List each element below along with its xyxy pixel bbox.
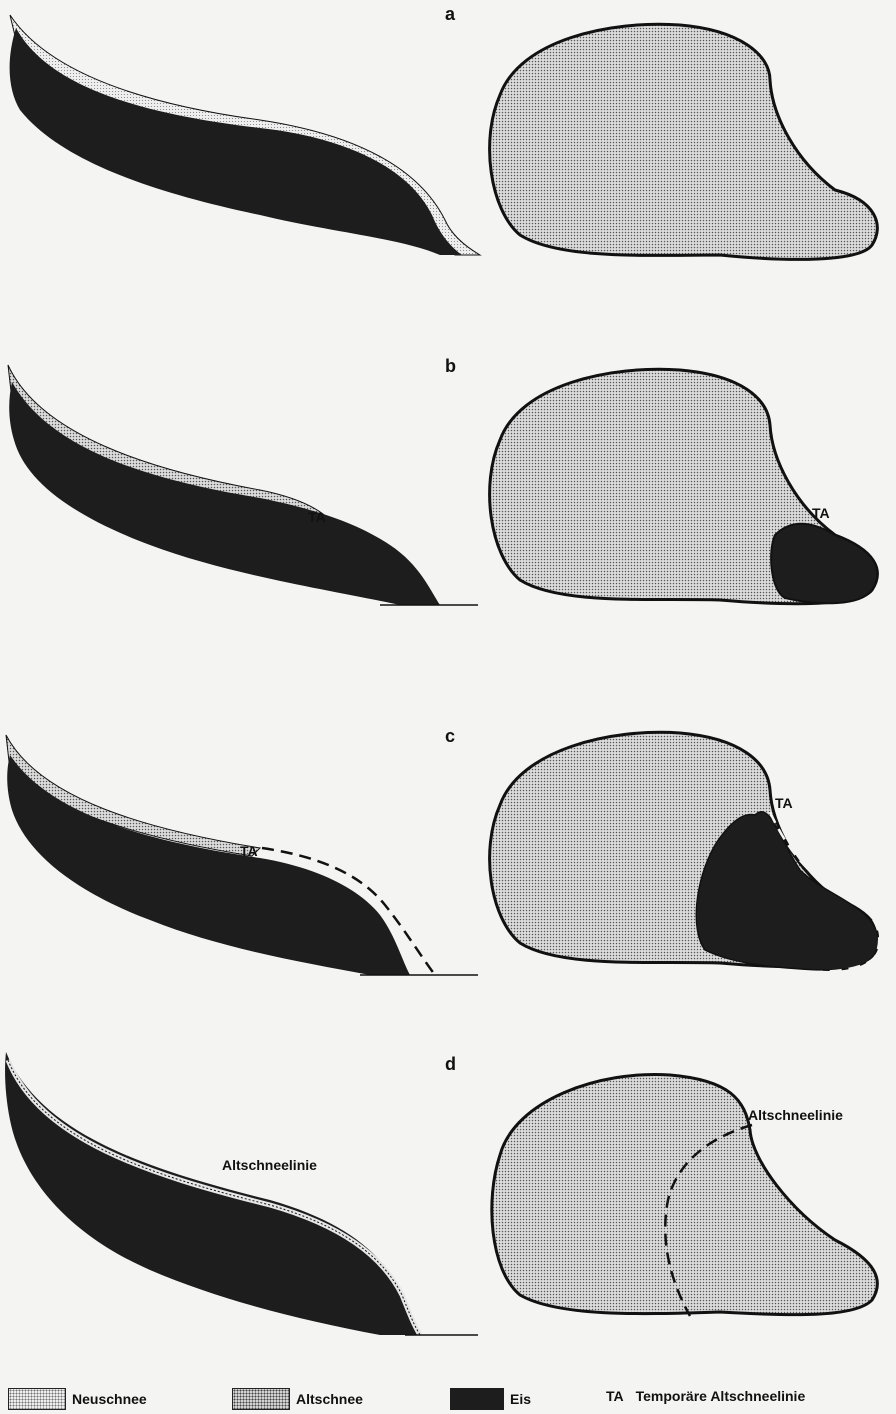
glacier-plan-view: TA xyxy=(490,732,880,972)
glacier-plan-view xyxy=(490,24,878,259)
altschneelinie-label-plan: Altschneelinie xyxy=(748,1107,843,1123)
legend-neuschnee: Neuschnee xyxy=(8,1388,147,1410)
panel-b: b TA TA xyxy=(8,356,877,605)
glacier-plan-view: TA xyxy=(490,369,878,603)
longitudinal-section: TA xyxy=(8,365,478,605)
panel-letter: d xyxy=(445,1054,456,1074)
ice-body xyxy=(7,755,410,975)
ice-tongue xyxy=(771,524,877,604)
legend-label: Temporäre Altschneelinie xyxy=(636,1388,806,1404)
ice-area xyxy=(696,812,878,970)
panel-letter: a xyxy=(445,4,456,24)
panel-a: a xyxy=(10,4,878,259)
ta-label-side: TA xyxy=(308,509,326,525)
panel-letter: c xyxy=(445,726,455,746)
ice-body xyxy=(10,28,462,255)
ta-label-plan: TA xyxy=(812,505,830,521)
altschneelinie-label-side: Altschneelinie xyxy=(222,1157,317,1173)
neuschnee-swatch xyxy=(8,1388,66,1410)
legend-label: Eis xyxy=(510,1391,531,1407)
legend-label: Altschnee xyxy=(296,1391,363,1407)
ta-label-plan: TA xyxy=(775,795,793,811)
glacier-plan-view: Altschneelinie xyxy=(492,1074,878,1316)
legend-ta: TA Temporäre Altschneelinie xyxy=(606,1388,805,1404)
longitudinal-section xyxy=(10,15,480,255)
panel-c: c TA TA xyxy=(6,726,879,975)
ta-label-side: TA xyxy=(240,843,258,859)
legend-eis: Eis xyxy=(450,1388,531,1410)
panel-d: d Altschneelinie Altschneelinie xyxy=(5,1052,877,1335)
ice-body xyxy=(5,1052,418,1335)
longitudinal-section: Altschneelinie xyxy=(5,1052,478,1335)
eis-swatch xyxy=(450,1388,504,1410)
legend-altschnee: Altschnee xyxy=(232,1388,363,1410)
panel-letter: b xyxy=(445,356,456,376)
legend-label: Neuschnee xyxy=(72,1391,147,1407)
altschnee-swatch xyxy=(232,1388,290,1410)
ice-body xyxy=(9,382,440,605)
ta-abbreviation: TA xyxy=(606,1388,624,1404)
longitudinal-section: TA xyxy=(6,735,478,975)
legend: Neuschnee Altschnee Eis TA Temporäre Alt… xyxy=(0,1380,896,1414)
